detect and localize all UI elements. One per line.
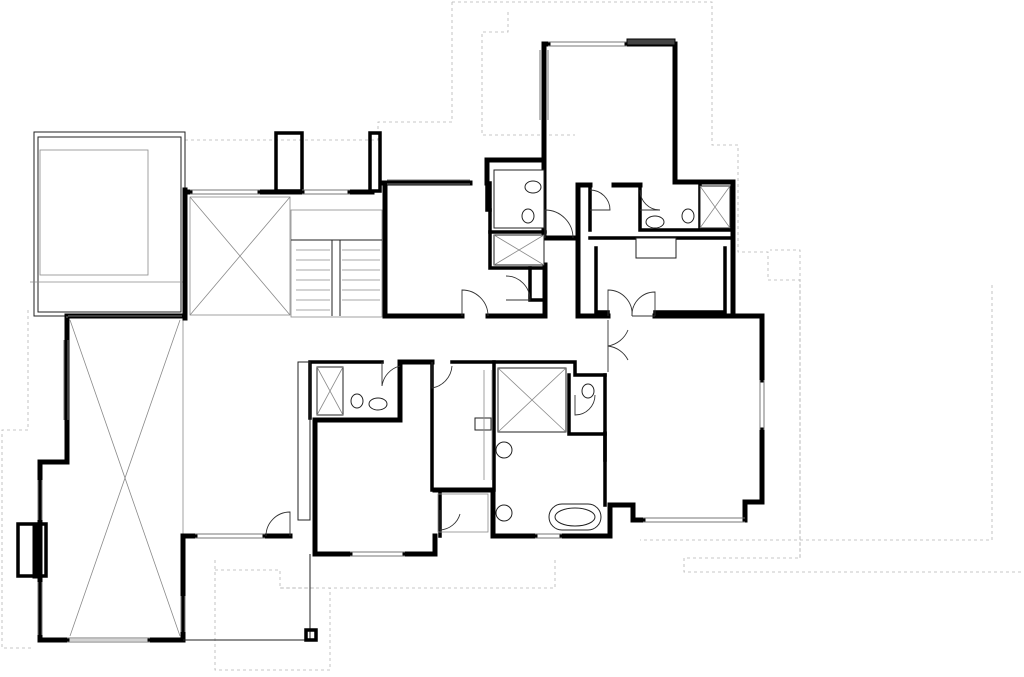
terrace-pergola (30, 131, 186, 317)
stair-open-to-below (189, 196, 383, 318)
column-post (183, 361, 318, 642)
chimneys (274, 131, 382, 193)
hatched-wall-stub (626, 38, 676, 46)
exterior-walls (37, 41, 765, 643)
windows (37, 41, 765, 643)
door-swings (265, 189, 661, 537)
porch-open-below (16, 317, 184, 641)
bath-fixtures (316, 169, 731, 533)
